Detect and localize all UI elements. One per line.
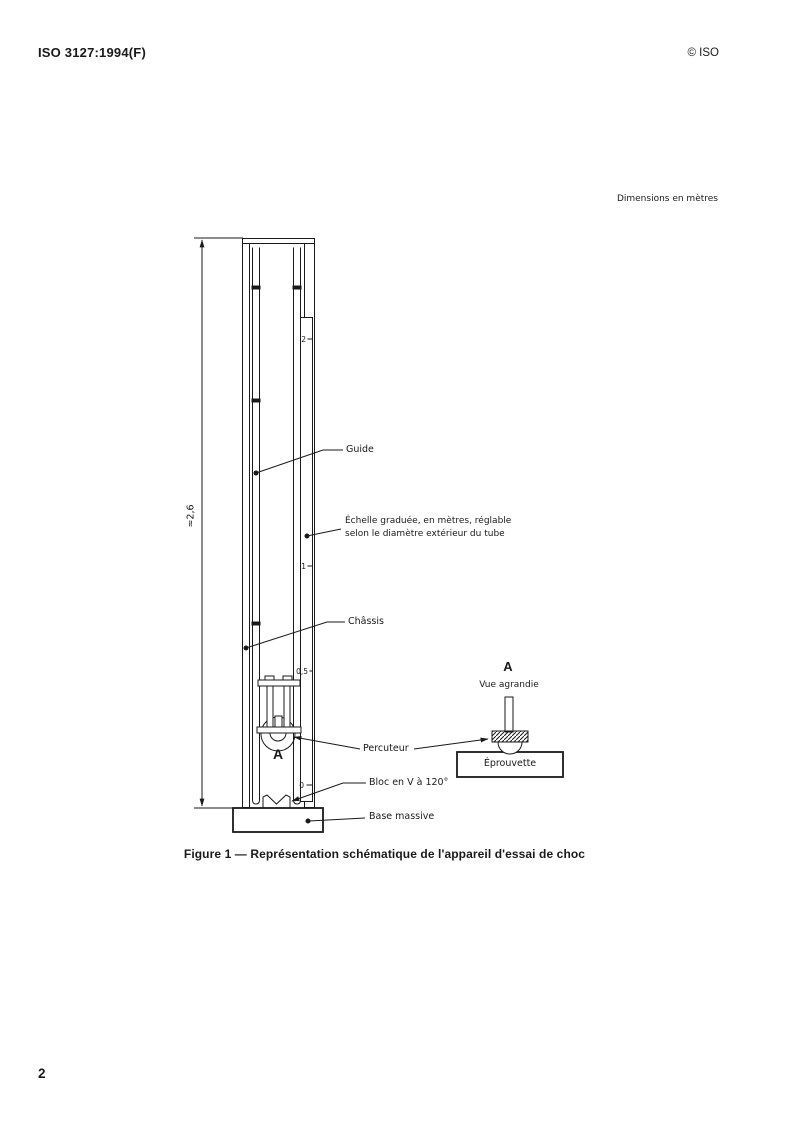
height-dimension-value: ≈2,6 [185,504,197,528]
label-scale-line2: selon le diamètre extérieur du tube [345,529,505,539]
detail-view-marker-a: A [503,659,513,674]
striker-nose [269,732,287,742]
copyright-notice: © ISO [687,47,719,59]
specimen-box [456,751,564,778]
scale-mark-0-5: 0,5 [296,666,308,676]
label-base: Base massive [369,811,435,822]
striker-detail-marker-a: A [272,746,284,762]
v-block [262,794,291,809]
document-reference: ISO 3127:1994(F) [38,45,146,60]
page-number: 2 [38,1066,46,1081]
detail-view-a [456,696,564,778]
graduated-scale-strip [300,317,313,802]
detail-view-title: Vue agrandie [479,680,539,690]
striker-plate-hatched [491,730,529,743]
label-guide: Guide [346,444,374,455]
striker-tip-hemisphere [497,741,523,755]
dimensions-note: Dimensions en mètres [616,194,718,204]
leader-lines [243,449,489,824]
label-v-block: Bloc en V à 120° [369,777,449,788]
specimen-label: Éprouvette [483,758,537,769]
scale-mark-0: 0 [299,780,304,790]
striker-assembly [256,675,302,752]
label-percuteur: Percuteur [363,743,409,754]
height-dimension-line [194,237,243,809]
striker-shaft [504,696,514,733]
guide-rod-right [293,247,301,805]
scale-mark-1: 1 [301,561,306,571]
label-chassis: Châssis [348,616,384,627]
label-scale-line1: Échelle graduée, en mètres, réglable [345,516,512,526]
guide-rod-left [252,247,260,805]
scale-mark-2: 2 [301,334,306,344]
figure-caption: Figure 1 — Représentation schématique de… [183,847,586,861]
